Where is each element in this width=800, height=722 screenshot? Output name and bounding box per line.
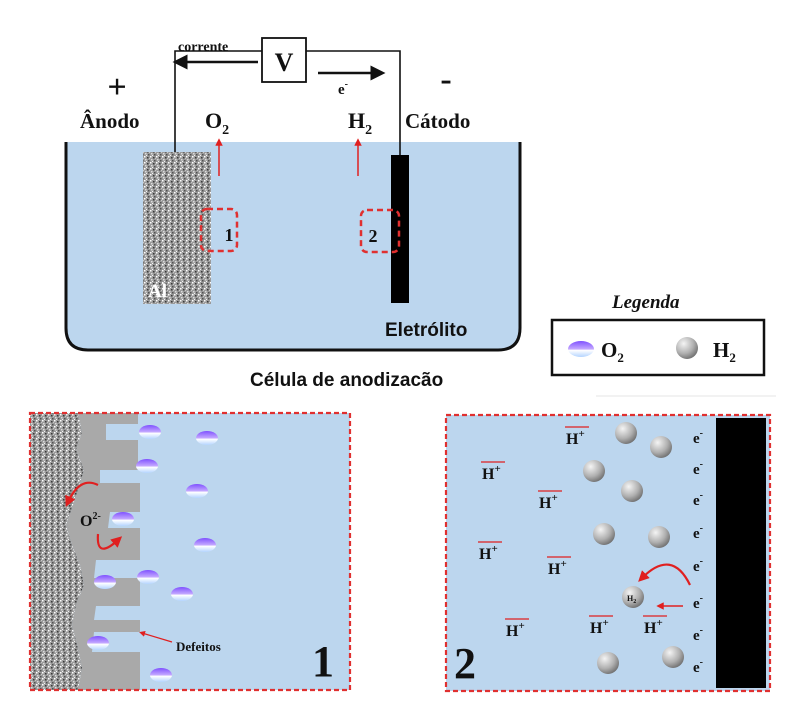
h-ion: H+ (506, 620, 525, 640)
legend: Legenda O2 H2 (550, 292, 766, 377)
o2-bubble (150, 668, 172, 682)
electron: e- (693, 556, 703, 575)
panel-2-cathode-detail: H+ H+ H+ H+ H+ H+ H+ H+ (444, 413, 772, 693)
panel-1-border (28, 411, 352, 692)
h2-bubble (621, 480, 643, 502)
voltmeter (261, 37, 307, 83)
electron-label: e- (338, 79, 348, 98)
current-label: corrente (178, 40, 228, 55)
zoom-box-2-label: 2 (369, 226, 378, 246)
panel-1-aluminum (30, 413, 84, 690)
h2-bubble (662, 646, 684, 668)
panel-2-electrons: e- e- e- e- e- e- e- e- (693, 428, 703, 676)
cell-caption: Célula de anodizacão (250, 370, 443, 391)
panel-1-anode-detail: O2- Defeitos 1 (28, 411, 352, 692)
h2-bubble-forming-label: H2 (627, 594, 636, 605)
h2-bubble (615, 422, 637, 444)
o2-bubble (94, 575, 116, 589)
o2-bubble (194, 538, 216, 552)
panel-1-oxide-layer (66, 413, 140, 690)
o2-bubble (112, 512, 134, 526)
electron: e- (693, 490, 703, 509)
o2-bubble (139, 425, 161, 439)
h-ion: H+ (644, 617, 663, 637)
defects-arrow (139, 630, 173, 643)
voltmeter-label: V (275, 48, 294, 77)
h-ion: H+ (539, 492, 558, 512)
defects-label: Defeitos (176, 639, 221, 654)
h-ion: H+ (548, 558, 567, 578)
panel-2-cathode (716, 418, 766, 688)
electron: e- (693, 459, 703, 478)
o2-bubble (196, 431, 218, 445)
o2-bubble (87, 636, 109, 650)
legend-o2-icon (568, 341, 594, 357)
o2-bubble (137, 570, 159, 584)
tank-outline (64, 142, 522, 352)
circuit-wires (174, 50, 401, 155)
h-ion: H+ (479, 543, 498, 563)
panel-1-o2-bubbles (87, 425, 218, 682)
cathode-electrode (391, 155, 409, 303)
electron: e- (693, 593, 703, 612)
h2-bubble (648, 526, 670, 548)
zoom-box-2 (359, 208, 401, 254)
panel-2-h-ions: H+ H+ H+ H+ H+ H+ H+ H+ (478, 426, 667, 640)
o2-ion-label: O2- (80, 511, 101, 530)
panel-2-h2-bubbles: H2 (583, 422, 684, 674)
h2-bubble (583, 460, 605, 482)
h2-bubble-forming (622, 586, 644, 608)
anode-label: Ânodo (80, 109, 140, 133)
o2-ion-curved-arrow-top (65, 481, 99, 507)
o2-bubble (136, 459, 158, 473)
h2-label: H2 (348, 108, 372, 138)
h2-bubble (597, 652, 619, 674)
h-ion: H+ (590, 617, 609, 637)
zoom-box-1-label: 1 (225, 225, 234, 245)
h-ion: H+ (566, 428, 585, 448)
electron: e- (693, 428, 703, 447)
h2-formation-curved-arrow (638, 563, 691, 586)
panel-1-number: 1 (312, 637, 334, 686)
aluminum-anode (143, 152, 211, 304)
anodization-cell: V corrente e- + - Ânodo Cátodo O2 H2 Al … (64, 37, 522, 352)
electron: e- (693, 657, 703, 676)
panel-2-number: 2 (454, 639, 476, 688)
electrolyte-fill (66, 142, 520, 350)
h2-bubble (650, 436, 672, 458)
plus-sign: + (107, 69, 126, 106)
o2-label: O2 (205, 108, 229, 138)
zoom-box-1 (199, 207, 239, 253)
electron: e- (693, 523, 703, 542)
aluminum-label: Al (148, 281, 167, 302)
legend-o2-label: O2 (601, 338, 624, 365)
electrolyte-label: Eletrólito (385, 320, 467, 341)
legend-h2-label: H2 (713, 338, 736, 365)
o2-ion-curved-arrow-bottom (96, 533, 123, 550)
legend-h2-icon (676, 337, 698, 359)
o2-bubble (171, 587, 193, 601)
electron: e- (693, 625, 703, 644)
panel-2-border (444, 413, 772, 693)
minus-sign: - (440, 61, 451, 98)
o2-bubble (186, 484, 208, 498)
h-ion: H+ (482, 463, 501, 483)
cathode-label: Cátodo (405, 109, 470, 133)
legend-title: Legenda (611, 292, 680, 313)
h2-bubble (593, 523, 615, 545)
